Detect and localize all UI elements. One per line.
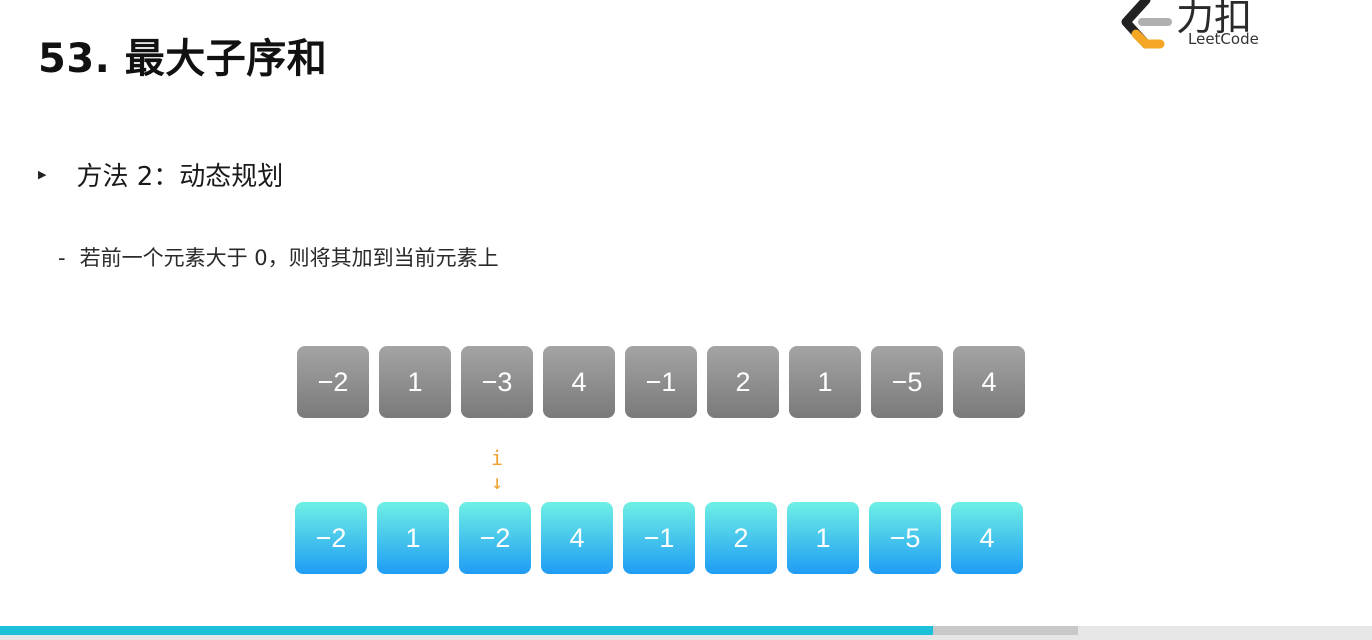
dp-cell: −1 [623,502,695,574]
dp-cell: 1 [377,502,449,574]
array-cell: 4 [953,346,1025,418]
dp-cell: 1 [787,502,859,574]
dp-cell: −5 [869,502,941,574]
array-cell: 2 [707,346,779,418]
original-array: −2 1 −3 4 −1 2 1 −5 4 [297,346,1025,418]
video-progress-bar[interactable] [0,626,1372,640]
array-cell: 1 [379,346,451,418]
logo-en-text: LeetCode [1188,30,1259,48]
index-pointer: i ↓ [480,446,514,494]
method-subpoint: -若前一个元素大于 0，则将其加到当前元素上 [58,242,499,272]
method-bullet: ▶ 方法 2：动态规划 [38,156,283,193]
dp-cell: 2 [705,502,777,574]
leetcode-logo-icon [1121,0,1172,49]
array-cell: −2 [297,346,369,418]
array-cell: 4 [543,346,615,418]
array-cell: −3 [461,346,533,418]
dp-cell: 4 [951,502,1023,574]
array-cell: 1 [789,346,861,418]
method-label: 方法 2：动态规划 [76,162,284,192]
down-arrow-icon: ↓ [490,470,504,494]
pointer-label: i [490,446,504,470]
logo-cn-text: 力扣 [1176,0,1253,39]
dp-cell: −2 [295,502,367,574]
slide-title: 53. 最大子序和 [38,36,328,82]
dp-cell: 4 [541,502,613,574]
dp-array: −2 1 −2 4 −1 2 1 −5 4 [295,502,1023,574]
array-cell: −1 [625,346,697,418]
subpoint-text: 若前一个元素大于 0，则将其加到当前元素上 [79,246,499,270]
dp-cell: −2 [459,502,531,574]
array-cell: −5 [871,346,943,418]
dash-icon: - [58,246,66,270]
bullet-triangle-icon: ▶ [38,168,47,181]
progress-played[interactable] [0,626,933,635]
leetcode-logo: 力扣 LeetCode [1116,0,1372,56]
